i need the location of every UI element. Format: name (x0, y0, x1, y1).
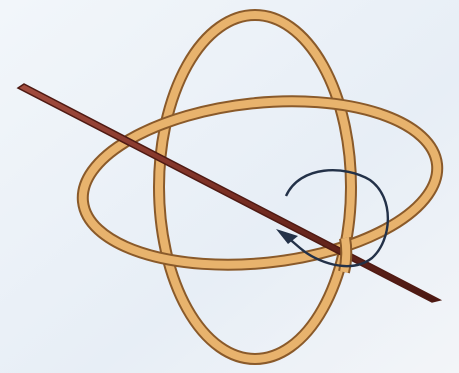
background (0, 0, 459, 373)
gyroscope-diagram (0, 0, 459, 373)
